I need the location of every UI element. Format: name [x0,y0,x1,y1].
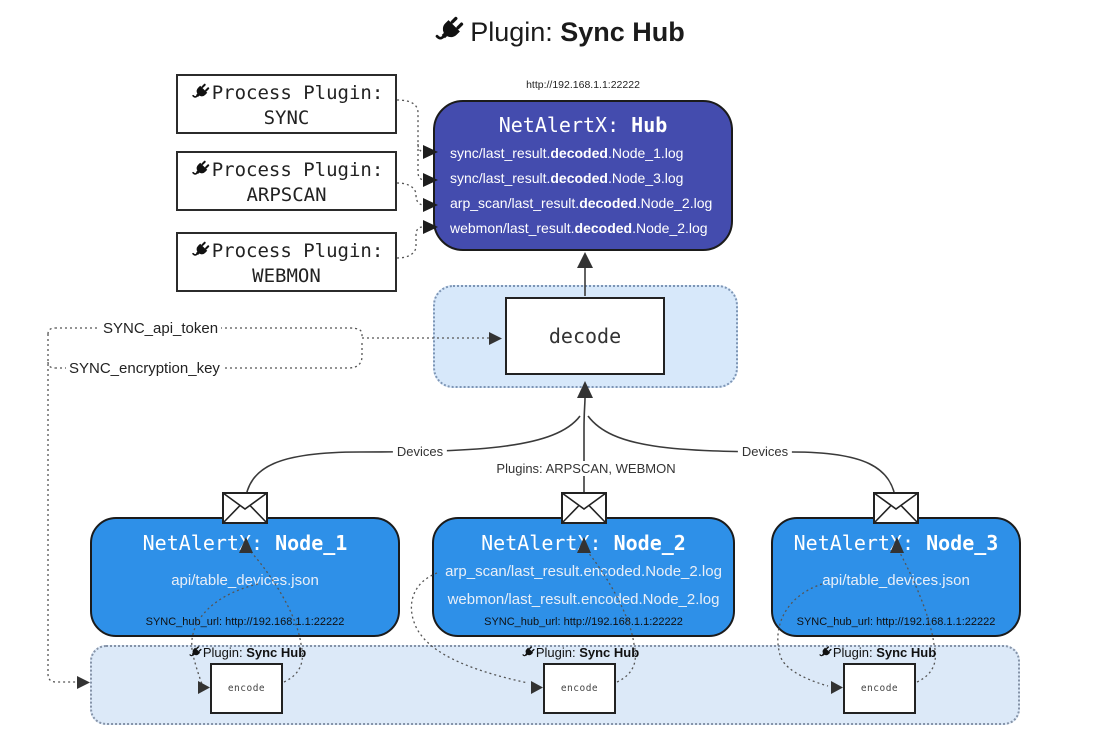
hub-title: NetAlertX: Hub [435,113,731,137]
envelope-icon [873,492,919,524]
node-file: arp_scan/last_result.encoded.Node_2.log [445,563,722,580]
hub-log-entry: sync/last_result.decoded.Node_3.log [450,170,684,186]
node-title: NetAlertX: Node_2 [481,531,686,555]
node-card-1: NetAlertX: Node_1 api/table_devices.json… [90,517,400,637]
hub-log-entry: arp_scan/last_result.decoded.Node_2.log [450,195,713,211]
process-plugin-label: Process Plugin: [211,159,384,181]
plug-icon [190,82,211,103]
plug-icon [818,645,833,660]
process-plugin-name: SYNC [263,107,310,129]
edge-label-devices-left: Devices [392,444,448,459]
encoder-plugin-label: Plugin: Sync Hub [521,645,639,660]
page-title-name: Sync Hub [560,17,685,47]
process-plugin-name: WEBMON [252,265,321,287]
hub-url: http://192.168.1.1:22222 [526,79,640,91]
edge-label-devices-right: Devices [737,444,793,459]
envelope-icon [222,492,268,524]
node-hub-url: SYNC_hub_url: http://192.168.1.1:22222 [796,616,996,628]
node-hub-url: SYNC_hub_url: http://192.168.1.1:22222 [145,616,345,628]
process-plugin-card-webmon: Process Plugin: WEBMON [176,232,397,292]
node-file-list: api/table_devices.json [773,567,1019,595]
hub-log-entry: sync/last_result.decoded.Node_1.log [450,145,684,161]
encode-box: encode [543,663,616,714]
sync-encryption-key-label: SYNC_encryption_key [66,360,223,377]
edge-label-plugins: Plugins: ARPSCAN, WEBMON [492,461,680,476]
envelope-icon [561,492,607,524]
node-file: api/table_devices.json [822,572,970,589]
process-plugin-card-sync: Process Plugin: SYNC [176,74,397,134]
plug-icon [188,645,203,660]
node-title: NetAlertX: Node_1 [142,531,348,555]
encode-box: encode [210,663,283,714]
node-file-list: api/table_devices.json [92,567,398,595]
node-card-2: NetAlertX: Node_2 arp_scan/last_result.e… [432,517,735,637]
process-plugin-label: Process Plugin: [211,240,384,262]
plug-icon [521,645,536,660]
plug-icon [432,14,466,48]
process-plugin-card-arpscan: Process Plugin: ARPSCAN [176,151,397,211]
hub-card: NetAlertX: Hub sync/last_result.decoded.… [433,100,733,251]
plug-icon [190,159,211,180]
encoder-plugin-label: Plugin: Sync Hub [818,645,936,660]
process-plugin-label: Process Plugin: [211,82,384,104]
node-file-list: arp_scan/last_result.encoded.Node_2.log … [434,558,733,614]
hub-title-name: Hub [631,113,668,137]
plug-icon [190,240,211,261]
node-file: webmon/last_result.encoded.Node_2.log [447,591,720,608]
encoder-plugin-label: Plugin: Sync Hub [188,645,306,660]
encode-box: encode [843,663,916,714]
sync-api-token-label: SYNC_api_token [100,320,222,337]
decode-box: decode [505,297,665,375]
page-title: Plugin: Sync Hub [0,14,1117,48]
page-title-prefix: Plugin: [470,17,553,47]
hub-log-entry: webmon/last_result.decoded.Node_2.log [450,220,708,236]
node-hub-url: SYNC_hub_url: http://192.168.1.1:22222 [484,616,683,628]
hub-log-list: sync/last_result.decoded.Node_1.log sync… [450,141,731,241]
hub-title-prefix: NetAlertX: [498,113,632,137]
process-plugin-name: ARPSCAN [246,184,327,206]
node-file: api/table_devices.json [171,572,319,589]
node-card-3: NetAlertX: Node_3 api/table_devices.json… [771,517,1021,637]
node-title: NetAlertX: Node_3 [793,531,999,555]
